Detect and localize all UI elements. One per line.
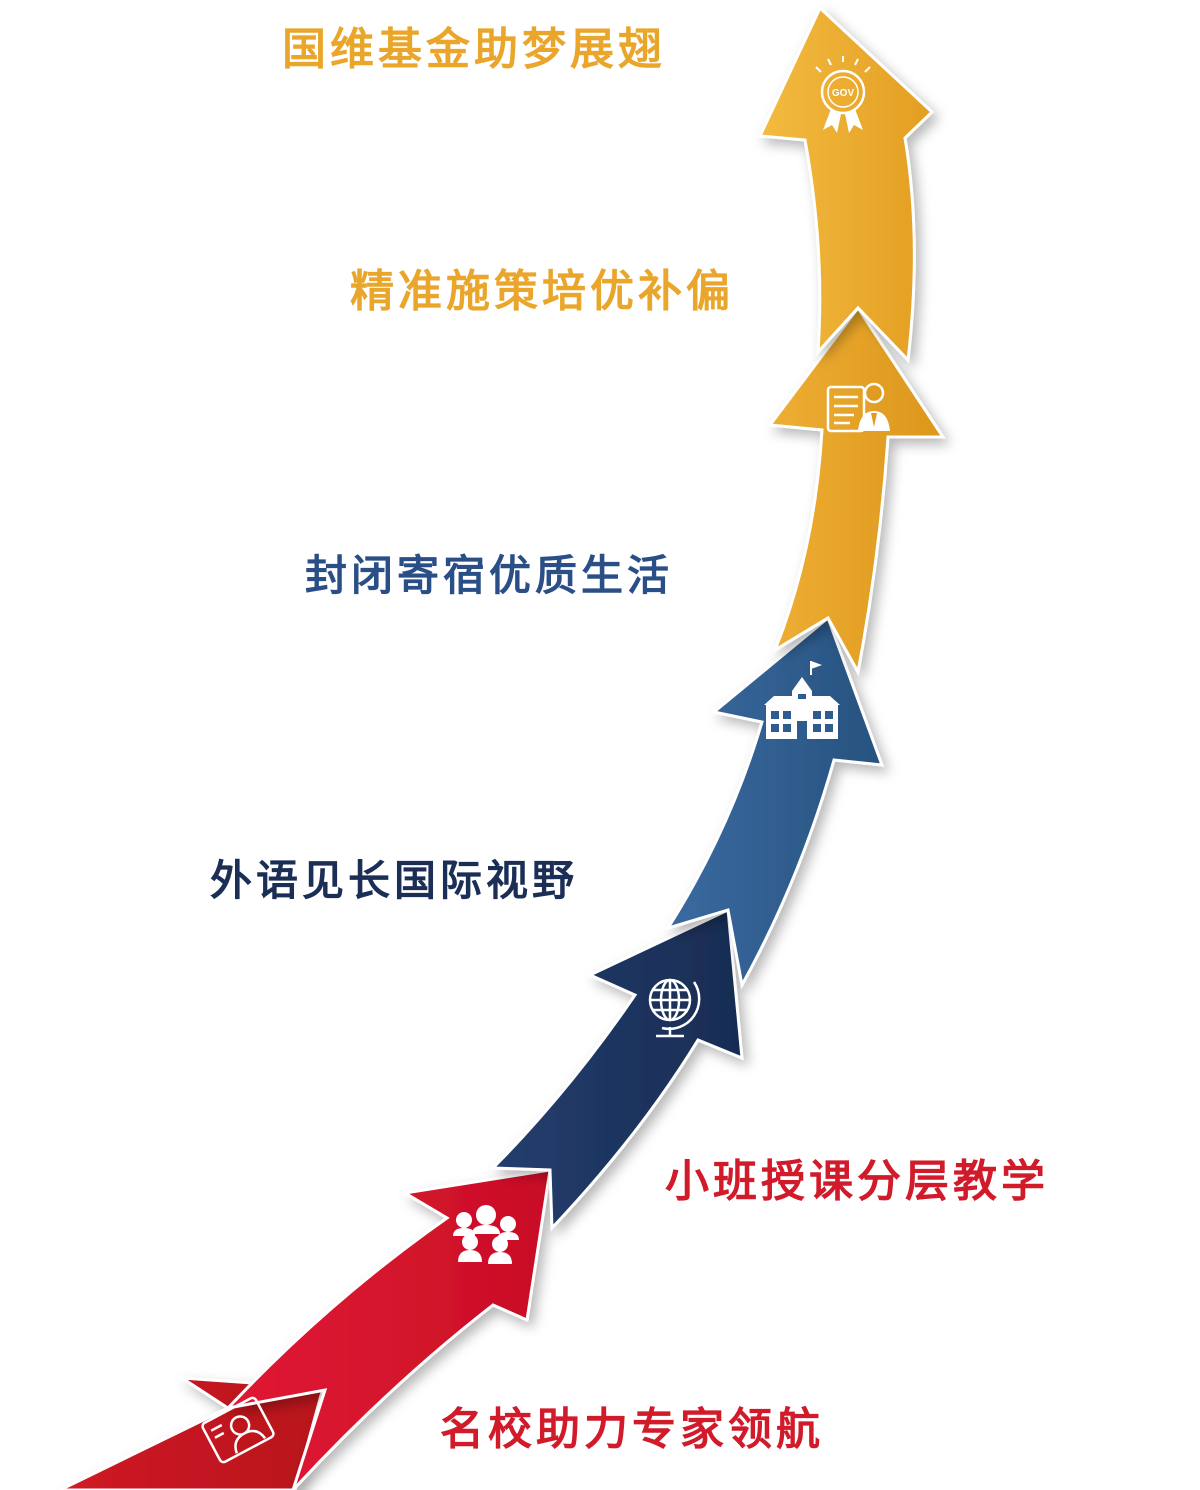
step-label-2: 精准施策培优补偏 — [350, 266, 734, 317]
globe-icon — [648, 978, 701, 1038]
school-building-icon — [764, 661, 840, 739]
step-label-6: 名校助力专家领航 — [440, 1404, 824, 1455]
step-label-5: 小班授课分层教学 — [665, 1156, 1049, 1207]
award-badge-icon: GOV — [815, 56, 871, 133]
teacher-document-icon — [826, 382, 890, 433]
arrow-segment-1 — [757, 5, 935, 364]
group-people-icon — [453, 1205, 519, 1264]
step-label-1: 国维基金助梦展翅 — [282, 24, 666, 75]
step-label-4: 外语见长国际视野 — [210, 856, 579, 905]
arrow-segment-2 — [767, 305, 946, 677]
award-badge-text: GOV — [832, 88, 855, 99]
arrow-segment-5 — [223, 1168, 552, 1490]
step-label-3: 封闭寄宿优质生活 — [305, 551, 674, 600]
expert-card-icon — [201, 1396, 275, 1464]
